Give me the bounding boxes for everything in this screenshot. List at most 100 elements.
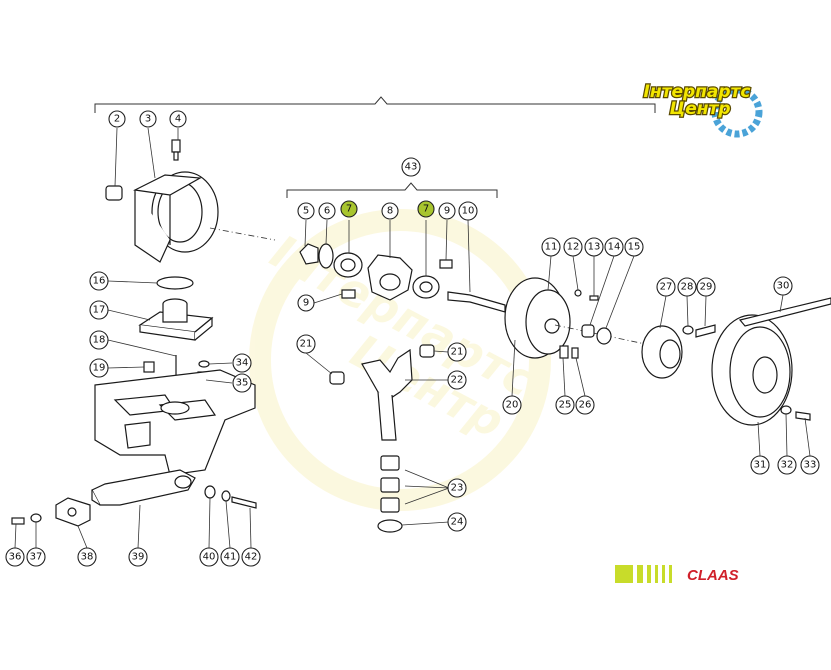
callout-label: 27 [660, 282, 673, 293]
part-4-fitting [171, 139, 181, 161]
callout-c21a: 21 [296, 334, 316, 354]
callout-label: 20 [506, 400, 519, 411]
callout-label: 38 [81, 552, 94, 563]
brand-stripe [662, 565, 665, 583]
callout-c39: 39 [128, 547, 148, 567]
part-31-pulley [711, 314, 793, 426]
callout-label: 7 [346, 204, 352, 215]
callout-label: 19 [93, 363, 106, 374]
logo-line-2: Центр [669, 99, 730, 119]
part-21b-cap [419, 344, 435, 358]
callout-c8: 8 [381, 202, 399, 220]
callout-c22: 22 [447, 370, 467, 390]
callout-c7b: 7 [417, 200, 435, 218]
callout-label: 28 [681, 282, 694, 293]
part-40-nut [204, 485, 216, 499]
callout-c34: 34 [232, 353, 252, 373]
callout-c16: 16 [89, 271, 109, 291]
callout-label: 35 [236, 378, 249, 389]
callout-c28: 28 [677, 277, 697, 297]
brand-stripes [615, 565, 672, 583]
callout-c14: 14 [604, 237, 624, 257]
part-39-arm [91, 469, 196, 506]
logo-gear-icon [711, 86, 763, 138]
callout-label: 14 [608, 242, 621, 253]
callout-label: 36 [9, 552, 22, 563]
callout-c5: 5 [297, 202, 315, 220]
callout-label: 15 [628, 242, 641, 253]
callout-c40: 40 [199, 547, 219, 567]
callout-c35: 35 [232, 373, 252, 393]
callout-c21b: 21 [447, 342, 467, 362]
callout-c12: 12 [563, 237, 583, 257]
part-25-bolt [559, 345, 569, 359]
callout-c36: 36 [5, 547, 25, 567]
part-21a-cap [329, 371, 345, 385]
callout-label: 42 [245, 552, 258, 563]
part-17-flange [138, 298, 214, 341]
part-12-pin [574, 289, 582, 297]
callout-label: 8 [387, 206, 393, 217]
callout-label: 4 [175, 114, 181, 125]
part-6-ring [318, 243, 334, 269]
brand-logo: CLAAS [615, 565, 739, 584]
part-5-lock-washer [299, 243, 319, 265]
callout-c3: 3 [139, 110, 157, 128]
part-34-washer [198, 360, 210, 368]
callout-c42: 42 [241, 547, 261, 567]
callout-label: 9 [444, 206, 450, 217]
callout-label: 24 [451, 517, 464, 528]
callout-c11: 11 [541, 237, 561, 257]
part-7a-bearing [333, 252, 363, 278]
part-33-bolt [795, 411, 811, 421]
part-8-housing [367, 254, 413, 301]
callout-label: 3 [145, 114, 151, 125]
part-22-yoke [361, 348, 413, 441]
callout-label: 39 [132, 552, 145, 563]
part-19-bolt [143, 361, 155, 373]
part-24-ring [377, 519, 403, 533]
top-brace [94, 96, 656, 113]
callout-label: 12 [567, 242, 580, 253]
callout-label: 10 [462, 206, 475, 217]
part-37-washer [30, 513, 42, 523]
callout-c25: 25 [555, 395, 575, 415]
callout-c20: 20 [502, 395, 522, 415]
callout-label: 16 [93, 276, 106, 287]
part-32-washer [780, 405, 792, 415]
brand-stripe [655, 565, 658, 583]
part-27-hub [641, 325, 683, 379]
callout-c6: 6 [318, 202, 336, 220]
part-20-hub [504, 277, 571, 359]
callout-c43: 43 [401, 157, 421, 177]
callout-label: 31 [754, 460, 767, 471]
callout-c15: 15 [624, 237, 644, 257]
callout-label: 17 [93, 305, 106, 316]
brand-stripe [615, 565, 633, 583]
callout-label: 34 [236, 358, 249, 369]
brand-stripe [669, 565, 672, 583]
callout-label: 5 [303, 206, 309, 217]
callout-label: 18 [93, 335, 106, 346]
callout-label: 37 [30, 552, 43, 563]
callout-c17: 17 [89, 300, 109, 320]
watermark-logo: Інтерпартс Центр [642, 81, 763, 138]
part-15-ring [596, 327, 612, 345]
callout-c41: 41 [220, 547, 240, 567]
callout-label: 23 [451, 483, 464, 494]
part-10-shaft [447, 291, 506, 313]
callout-c9b: 9 [297, 294, 315, 312]
brand-stripe [647, 565, 651, 583]
part-36-bolt [11, 517, 25, 525]
callout-label: 26 [579, 400, 592, 411]
callout-c33: 33 [800, 455, 820, 475]
part-9b-bolt [341, 289, 356, 299]
part-28-washer [682, 325, 694, 335]
callout-c31: 31 [750, 455, 770, 475]
callout-c26: 26 [575, 395, 595, 415]
part-9a-bolt [439, 259, 453, 269]
callout-c4: 4 [169, 110, 187, 128]
callout-label: 30 [777, 281, 790, 292]
chassis-frame [94, 369, 256, 476]
